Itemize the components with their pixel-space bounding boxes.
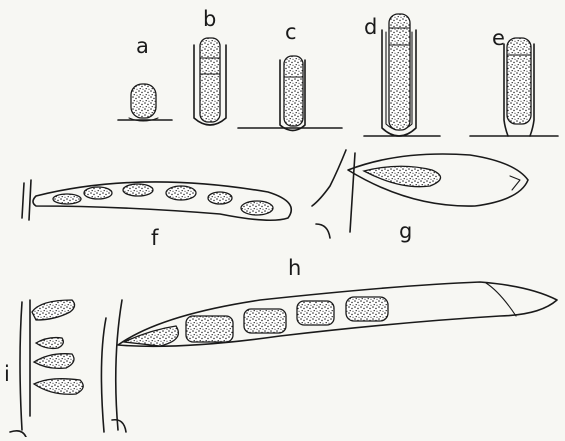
panel-h-ascus [101, 282, 557, 432]
panel-label-d: d [364, 17, 377, 38]
panel-label-h: h [288, 258, 301, 279]
panel-i-spores [10, 300, 83, 437]
panel-g-ascus [312, 150, 528, 238]
panel-label-a: a [136, 36, 149, 57]
panel-label-b: b [203, 9, 216, 30]
panel-e-spore-chain [470, 38, 558, 136]
panel-c-spore-chain [238, 56, 342, 131]
panel-a-spore [118, 84, 172, 121]
panel-label-f: f [151, 228, 158, 249]
panel-b-spore-chain [194, 38, 226, 125]
panel-label-c: c [285, 22, 297, 43]
panel-label-i: i [4, 364, 10, 385]
panel-label-e: e [492, 28, 505, 49]
panel-f-ascus [22, 180, 291, 220]
panel-label-g: g [399, 221, 412, 242]
